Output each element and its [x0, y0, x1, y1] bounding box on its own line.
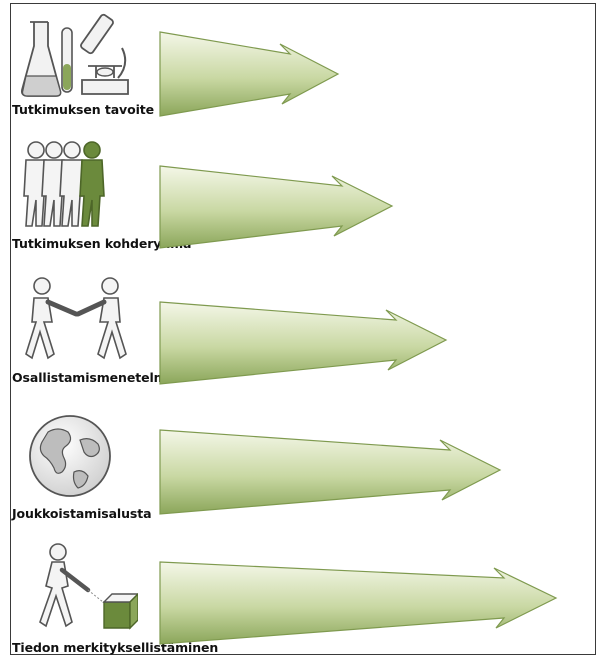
globe-icon	[29, 415, 111, 497]
step-arrow-4	[159, 429, 502, 515]
handshake-people-icon	[25, 277, 127, 360]
step-arrow-2	[159, 165, 394, 249]
lab-flask-microscope-icon	[20, 13, 129, 97]
step-row-5: Tiedon merkityksellistäminen	[10, 540, 596, 670]
step-arrow-1	[159, 31, 340, 117]
step-row-1: Tutkimuksen tavoite	[10, 8, 596, 138]
step-arrow-5	[159, 561, 558, 645]
step-label-1: Tutkimuksen tavoite	[12, 102, 155, 117]
step-arrow-3	[159, 301, 448, 385]
step-row-2: Tutkimuksen kohderyhmä	[10, 140, 596, 270]
step-label-2: Tutkimuksen kohderyhmä	[12, 236, 192, 251]
step-row-4: Joukkoistamisalusta	[10, 410, 596, 540]
people-group-icon	[23, 141, 105, 227]
diagram-frame	[10, 3, 596, 655]
step-label-4: Joukkoistamisalusta	[12, 506, 152, 521]
person-box-icon	[39, 543, 138, 630]
step-label-3: Osallistamismenetelmä	[12, 370, 175, 385]
step-row-3: Osallistamismenetelmä	[10, 272, 596, 402]
